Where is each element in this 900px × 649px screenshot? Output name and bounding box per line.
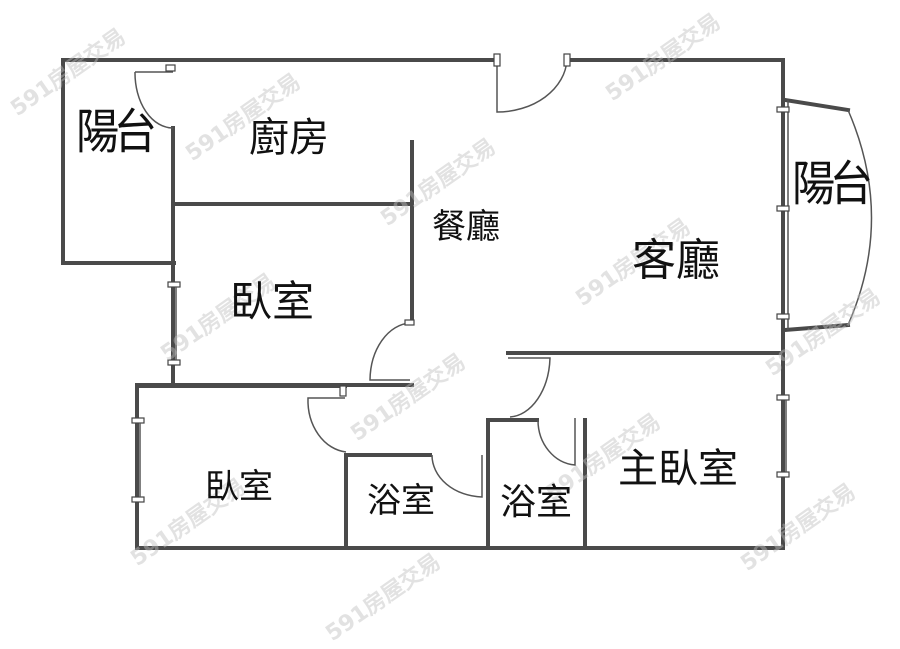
room-label-master-bedroom: 主臥室 <box>618 446 738 492</box>
room-label-bathroom-1: 浴室 <box>367 481 435 521</box>
doors <box>134 53 576 498</box>
room-label-bedroom-2: 臥室 <box>205 467 273 507</box>
room-label-kitchen: 廚房 <box>249 115 329 161</box>
windows <box>131 106 790 503</box>
room-label-dining: 餐廳 <box>432 207 500 247</box>
room-label-bathroom-2: 浴室 <box>500 482 573 523</box>
room-label-living: 客廳 <box>632 235 720 286</box>
room-label-bedroom-1: 臥室 <box>230 277 315 326</box>
walls <box>61 58 873 550</box>
room-label-balcony-left: 陽台 <box>76 104 157 160</box>
room-label-balcony-right: 陽台 <box>792 156 873 212</box>
